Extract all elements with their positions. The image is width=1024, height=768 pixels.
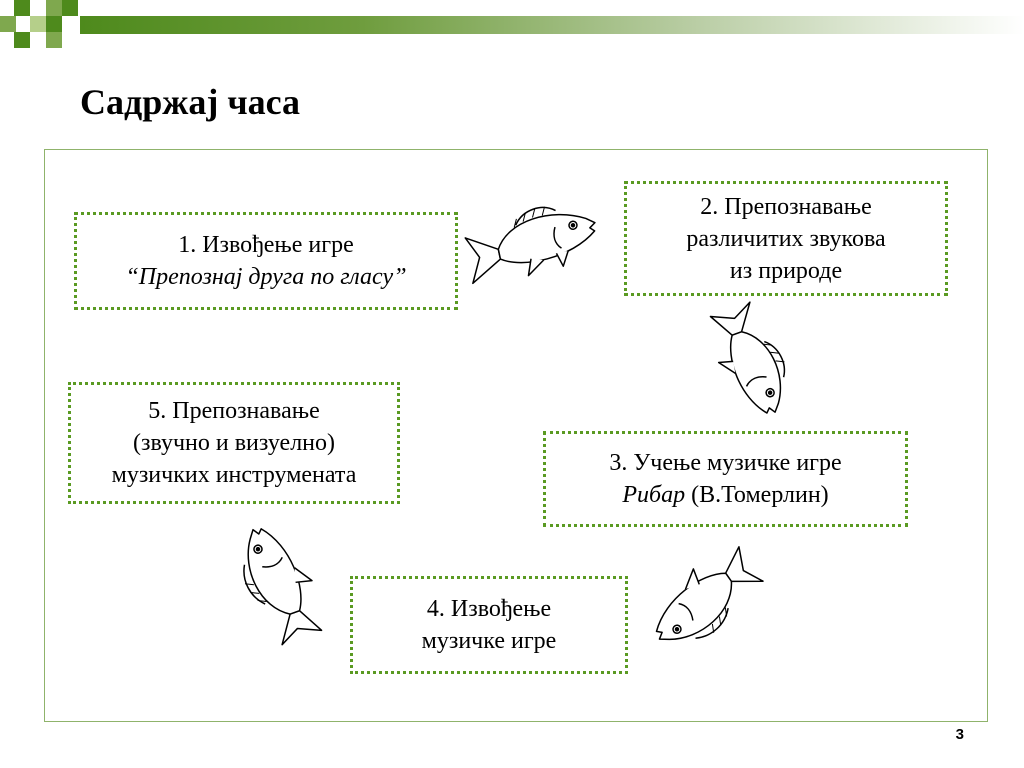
step-5-line-1: 5. Препознавање <box>148 398 320 424</box>
step-2-line-3: из природе <box>729 257 843 284</box>
decor-square <box>46 32 62 48</box>
header-decoration <box>0 0 1024 60</box>
step-1-line-2: “Препознај друга по гласу” <box>125 264 407 290</box>
fish-icon <box>709 301 786 414</box>
step-2-line-1: 2. Препознавање <box>700 193 872 220</box>
step-box-5: 5. Препознавање (звучно и визуелно) музи… <box>68 382 400 504</box>
decor-square <box>14 32 30 48</box>
fish-icon <box>655 546 764 641</box>
step-1-line-1: 1. Извођење игре <box>178 232 354 258</box>
step-3-line-1: 3. Учење музичке игре <box>609 450 842 476</box>
step-4-line-1: 4. Извођење <box>426 596 552 622</box>
step-4-line-2: музичке игре <box>421 628 557 654</box>
step-5-line-2: (звучно и визуелно) <box>132 430 336 456</box>
page-number: 3 <box>955 726 964 743</box>
content-frame <box>44 149 988 722</box>
step-box-3: 3. Учење музичке игре Рибар (В.Томерлин) <box>543 431 908 527</box>
fish-icon <box>243 528 323 646</box>
decor-square <box>46 16 62 32</box>
step-box-1: 1. Извођење игре “Препознај друга по гла… <box>74 212 458 310</box>
decor-square <box>14 0 30 16</box>
step-5-line-3: музичких инструмената <box>111 462 357 488</box>
step-box-4: 4. Извођење музичке игре <box>350 576 628 674</box>
decor-square <box>0 16 16 32</box>
step-3-line-2: Рибар (В.Томерлин) <box>622 479 828 511</box>
slide-title: Садржај часа <box>80 82 301 122</box>
fish-icon <box>464 206 596 285</box>
decor-square <box>30 16 46 32</box>
decor-square <box>46 0 62 16</box>
step-box-2: 2. Препознавање различитих звукова из пр… <box>624 181 948 296</box>
step-3-song-title: Рибар <box>622 482 686 508</box>
step-3-song-author: (В.Томерлин) <box>685 482 829 508</box>
step-2-line-2: различитих звукова <box>686 225 886 252</box>
header-gradient-bar <box>80 16 1024 34</box>
decor-square <box>62 0 78 16</box>
